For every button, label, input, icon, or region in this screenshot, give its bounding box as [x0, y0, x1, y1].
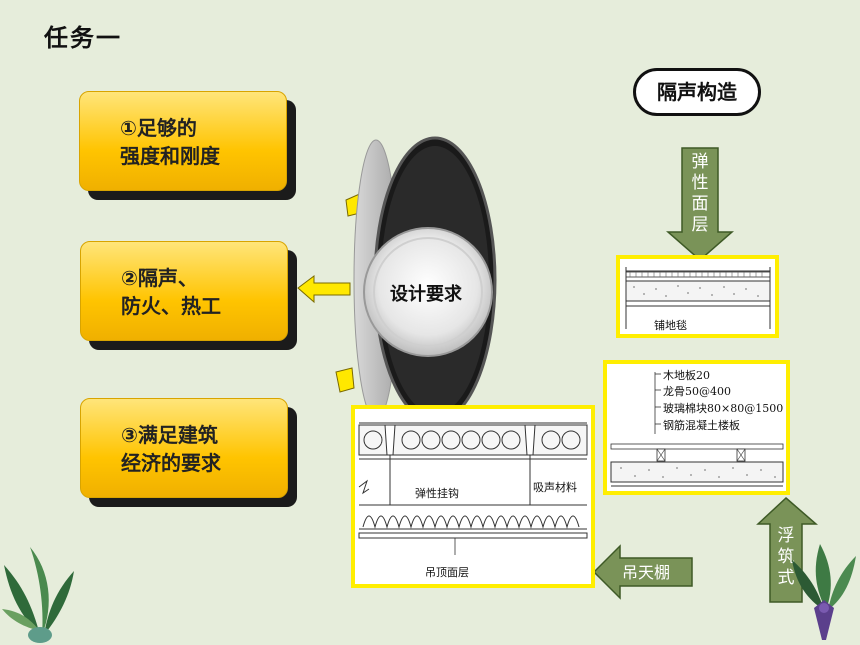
card-line: 经济的要求: [121, 451, 221, 475]
left-arrow: [592, 544, 693, 600]
page-title: 任务一: [44, 24, 122, 52]
lens-graphic: [353, 136, 497, 420]
ceiling-label-hook: 弹性挂钩: [415, 487, 459, 500]
down-arrow: [666, 147, 734, 261]
requirement-card-sound-fire-thermal: ②隔声、 防火、热工: [80, 241, 288, 341]
floating-label: 浮 筑 式: [777, 526, 795, 588]
card-line: ②隔声、: [121, 266, 198, 290]
floating-label-slab: 钢筋混凝土楼板: [663, 419, 740, 432]
card-line: 防火、热工: [121, 294, 221, 318]
card-line: 强度和刚度: [120, 144, 220, 168]
ceiling-section-drawing: [358, 422, 588, 555]
arrow-to-card-2: [297, 275, 351, 304]
requirement-card-economy: ③满足建筑 经济的要求: [80, 398, 288, 498]
floating-label-glasswool: 玻璃棉块80×80@1500: [663, 402, 784, 415]
ceiling-arrow-label: 吊天棚: [622, 563, 671, 582]
card-line: ①足够的: [120, 116, 197, 140]
plant-decoration-left: [2, 547, 74, 643]
card-line: ③满足建筑: [121, 423, 218, 447]
carpet-section-drawing: [625, 267, 771, 329]
arrow-to-card-3: [335, 367, 355, 393]
ceiling-label-bottom: 吊顶面层: [425, 566, 469, 579]
ceiling-label-absorb: 吸声材料: [533, 481, 577, 494]
lens-label: 设计要求: [390, 284, 462, 305]
elastic-surface-label: 弹 性 面 层: [691, 152, 709, 235]
detail-carpet-floor: 铺地毯: [616, 255, 779, 338]
sound-insulation-title: 隔声构造: [633, 68, 761, 116]
requirement-card-strength: ①足够的 强度和刚度: [79, 91, 287, 191]
plant-decoration-right: [792, 544, 856, 640]
floating-section-drawing: [610, 372, 784, 487]
detail-floating-floor: 木地板20 龙骨50@400 玻璃棉块80×80@1500 钢筋混凝土楼板: [603, 360, 790, 495]
detail-suspended-ceiling: 弹性挂钩 吸声材料 吊顶面层: [351, 405, 595, 588]
carpet-caption: 铺地毯: [654, 319, 687, 332]
floating-label-joist: 龙骨50@400: [663, 385, 731, 398]
floating-label-wood: 木地板20: [663, 369, 710, 382]
